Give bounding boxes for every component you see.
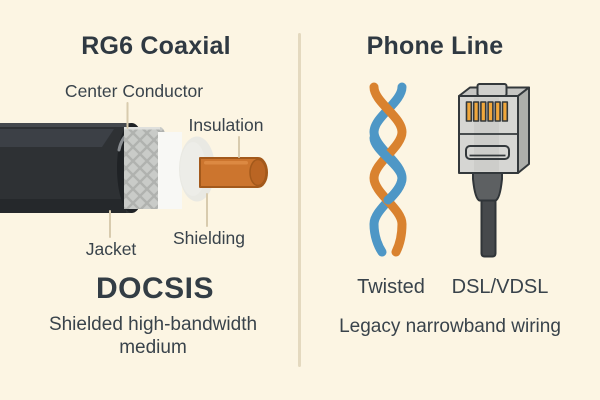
rj11-side-face (517, 86, 530, 174)
twisted-pair-orange-wire (369, 82, 407, 257)
rj11-boot (472, 168, 503, 202)
rj11-connector-icon (458, 83, 530, 258)
twisted-pair-blue-over-segment (369, 133, 407, 205)
panel-divider (298, 33, 301, 367)
jacket-label: Jacket (85, 239, 137, 259)
center-conductor-label: Center Conductor (64, 81, 204, 101)
shielding-label: Shielding (173, 228, 245, 248)
rj11-pins (465, 101, 509, 122)
insulation-label: Insulation (188, 115, 264, 135)
right-panel-title: Phone Line (366, 32, 504, 60)
left-panel-title: RG6 Coaxial (81, 32, 231, 60)
right-description: Legacy narrowband wiring (339, 316, 561, 337)
coax-center-conductor-layer (199, 157, 268, 188)
coax-jacket-layer (0, 123, 147, 213)
left-description: Shielded high-bandwidth medium (48, 314, 258, 358)
twisted-pair-icon (369, 82, 407, 257)
dsl-connector-label: DSL/VDSL (451, 276, 549, 298)
twisted-wire-label: Twisted (357, 276, 425, 298)
rj11-slot (465, 145, 510, 160)
rj11-latch-tab (476, 83, 508, 97)
left-standard-name: DOCSIS (95, 272, 215, 305)
coax-cable-illustration (0, 123, 268, 213)
leader-lines (109, 102, 240, 238)
rj11-cable (480, 197, 497, 258)
